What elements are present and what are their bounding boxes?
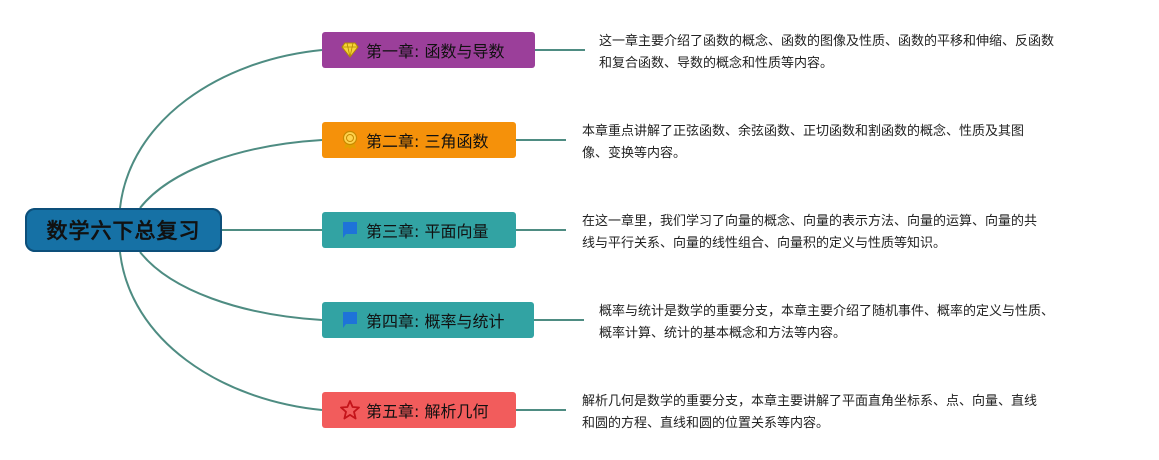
chapter-1-node[interactable]: 第一章: 函数与导数 (322, 32, 535, 68)
flag-icon (340, 310, 360, 330)
chapter-4-label: 第四章: 概率与统计 (366, 312, 505, 331)
flag-icon (340, 220, 360, 240)
chapter-4-description: 概率与统计是数学的重要分支，本章主要介绍了随机事件、概率的定义与性质、 概率计算… (599, 304, 1055, 341)
chapter-3-description: 在这一章里，我们学习了向量的概念、向量的表示方法、向量的运算、向量的共 线与平行… (582, 214, 1038, 251)
chapter-2-description: 本章重点讲解了正弦函数、余弦函数、正切函数和割函数的概念、性质及其图 像、变换等… (582, 124, 1025, 161)
connector-root-ch1 (119, 49, 323, 209)
chapter-4-node[interactable]: 第四章: 概率与统计 (322, 302, 534, 338)
chapter-2-node[interactable]: 第二章: 三角函数 (322, 122, 516, 158)
chapter-5-label: 第五章: 解析几何 (366, 402, 489, 421)
chapter-5-description: 解析几何是数学的重要分支，本章主要讲解了平面直角坐标系、点、向量、直线 和圆的方… (582, 394, 1038, 431)
chapter-2-label: 第二章: 三角函数 (366, 132, 489, 151)
star-icon (340, 400, 360, 420)
chapter-1-description: 这一章主要介绍了函数的概念、函数的图像及性质、函数的平移和伸缩、反函数 和复合函… (599, 34, 1055, 71)
diamond-icon (340, 40, 360, 60)
chapter-3-node[interactable]: 第三章: 平面向量 (322, 212, 516, 248)
root-topic[interactable]: 数学六下总复习 (25, 208, 222, 252)
chapter-1-label: 第一章: 函数与导数 (366, 42, 505, 61)
connector-root-ch5 (119, 251, 323, 411)
chapter-3-label: 第三章: 平面向量 (366, 222, 489, 241)
chapter-5-node[interactable]: 第五章: 解析几何 (322, 392, 516, 428)
connector-root-ch2 (139, 139, 323, 209)
connector-root-ch4 (139, 251, 323, 321)
medal-icon (340, 130, 360, 150)
